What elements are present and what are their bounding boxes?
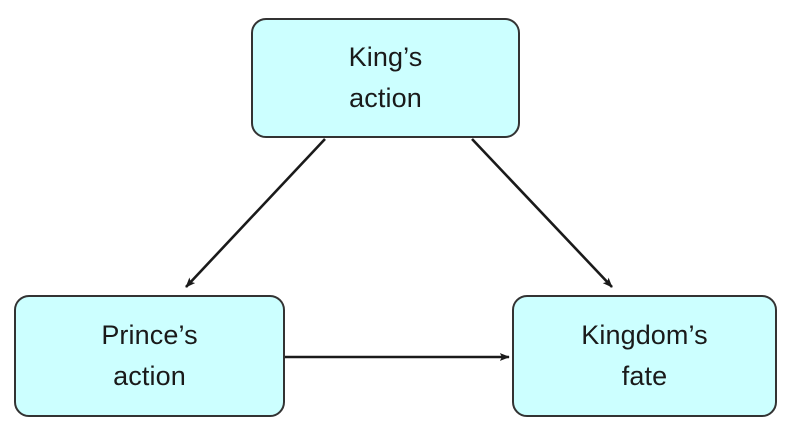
edge-kings-action-to-princes-action xyxy=(185,138,326,288)
node-kingdoms-fate[interactable]: Kingdom’s fate xyxy=(512,295,777,417)
edge-kings-action-to-kingdoms-fate xyxy=(471,138,613,288)
node-princes-action-label: Prince’s action xyxy=(101,320,198,391)
node-kingdoms-fate-label: Kingdom’s fate xyxy=(581,320,708,391)
node-kings-action[interactable]: King’s action xyxy=(251,18,520,138)
node-princes-action[interactable]: Prince’s action xyxy=(14,295,285,417)
node-kings-action-label: King’s action xyxy=(348,42,423,113)
